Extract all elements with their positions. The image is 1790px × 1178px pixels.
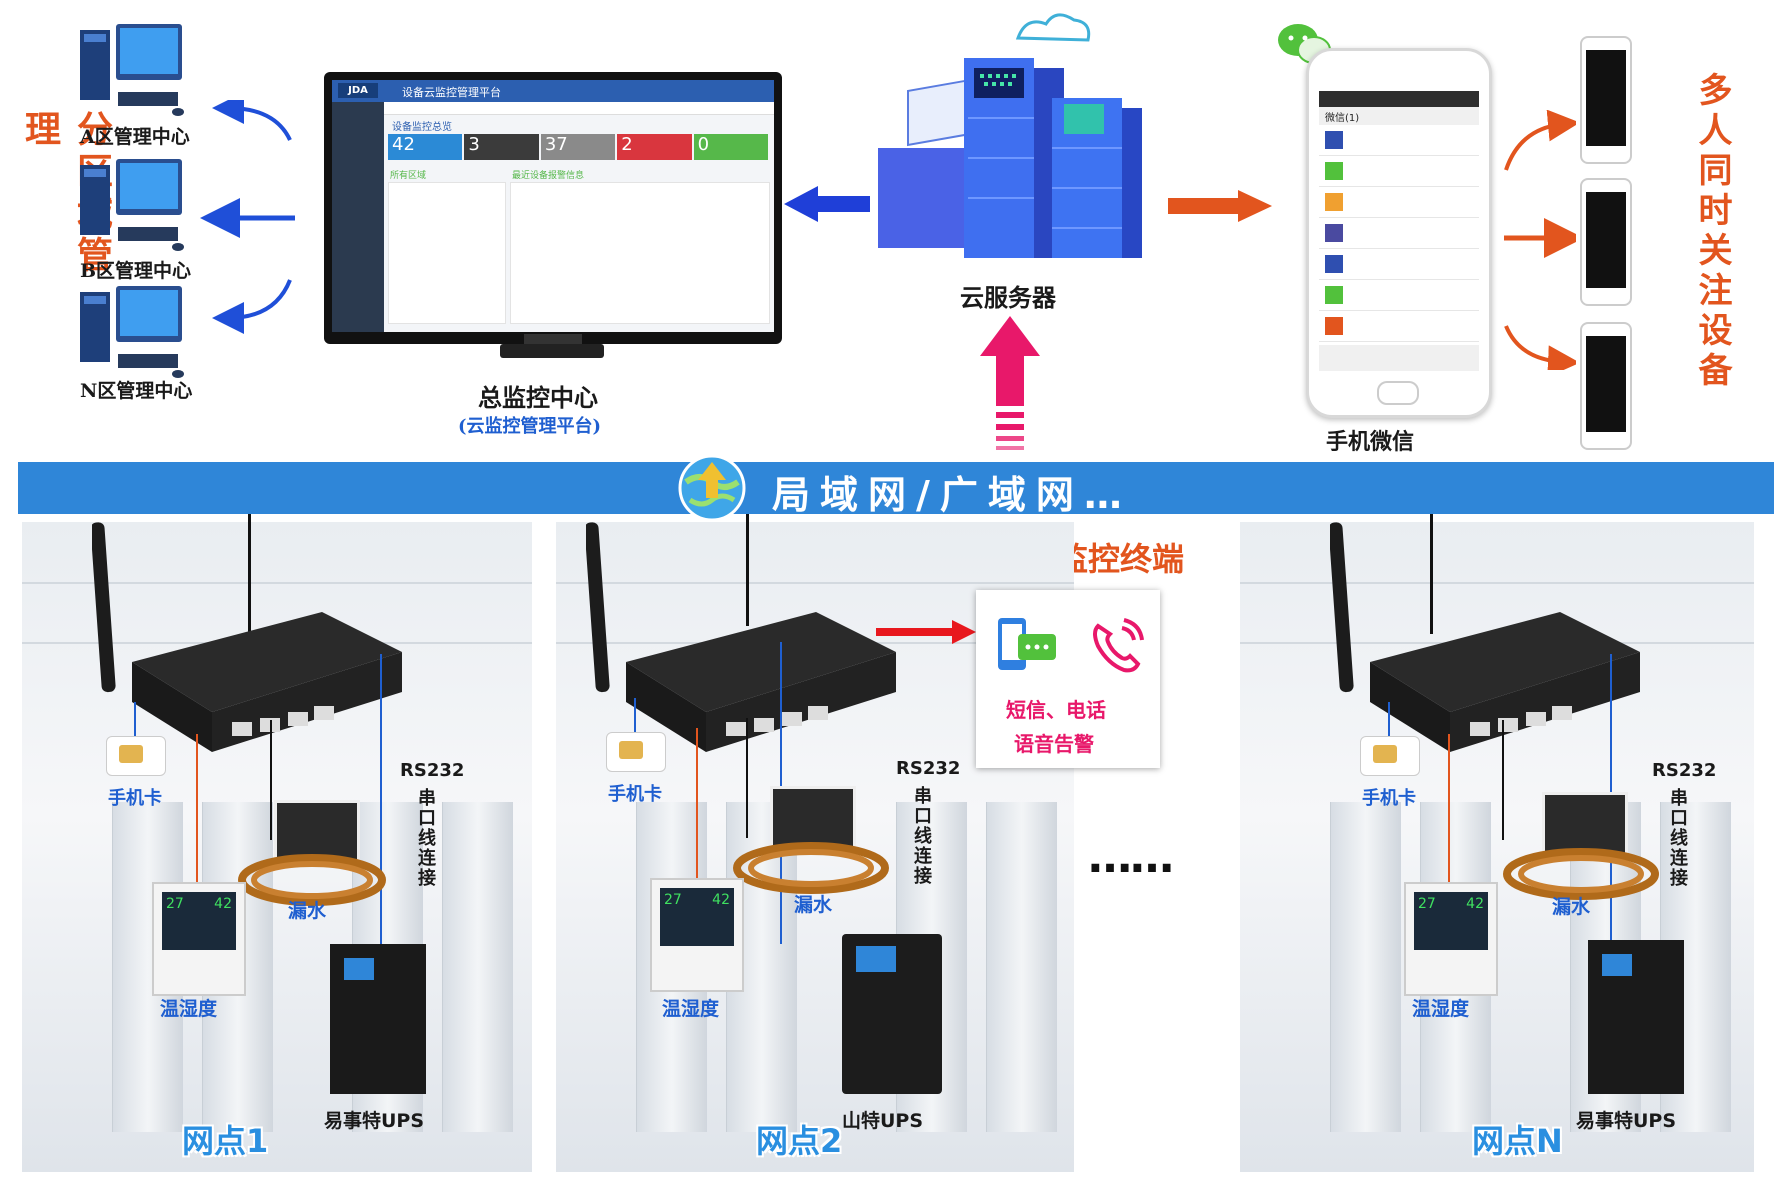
sim-label: 手机卡 bbox=[1362, 788, 1416, 809]
phone-caption: 手机微信 bbox=[1326, 429, 1415, 455]
arrow-to-phone bbox=[1168, 190, 1272, 222]
ups-device bbox=[330, 944, 426, 1094]
sim-label: 手机卡 bbox=[608, 784, 662, 805]
center-label-b: B区管理中心 bbox=[80, 260, 192, 282]
app-logo: JDA bbox=[338, 83, 378, 98]
right-vertical-title: 多人同时关注设备 bbox=[1692, 72, 1732, 392]
node-label: 网点N bbox=[1472, 1122, 1563, 1160]
uplink-line-2 bbox=[746, 514, 749, 626]
leak-cable bbox=[733, 842, 889, 894]
app-title: 设备云监控管理平台 bbox=[402, 86, 501, 99]
monitor-sub-caption: (云监控管理平台) bbox=[458, 416, 602, 437]
stat-card: 42 bbox=[388, 134, 463, 160]
server-caption: 云服务器 bbox=[960, 283, 1056, 312]
uplink-line-1 bbox=[248, 514, 251, 634]
node-label: 网点2 bbox=[756, 1122, 843, 1160]
network-label: 局域网/广域网… bbox=[772, 473, 1132, 517]
node-label: 网点1 bbox=[182, 1122, 269, 1160]
serial-vertical-label: 串口线连接 bbox=[1667, 788, 1688, 888]
section-right-title: 最近设备报警信息 bbox=[512, 171, 585, 181]
overview-title: 设备监控总览 bbox=[392, 122, 452, 133]
computer-icon-n bbox=[80, 286, 184, 378]
alarm-line-1: 短信、电话 bbox=[1006, 698, 1106, 722]
temp-label: 温湿度 bbox=[1412, 998, 1470, 1020]
stat-card: 37 bbox=[540, 134, 616, 160]
sim-card-icon bbox=[1360, 736, 1420, 776]
sim-card-icon bbox=[106, 736, 166, 776]
sim-card-icon bbox=[606, 732, 666, 772]
monitor-caption: 总监控中心 bbox=[478, 383, 598, 412]
stat-card: 2 bbox=[617, 134, 692, 160]
temp-sensor: 27 42 bbox=[152, 882, 246, 996]
temp-label: 温湿度 bbox=[662, 998, 720, 1020]
leak-cable bbox=[238, 854, 386, 906]
temp-sensor: 27 42 bbox=[1404, 882, 1498, 996]
center-label-n: N区管理中心 bbox=[80, 380, 193, 402]
leak-sensor-box bbox=[770, 786, 856, 852]
humidity-reading: 42 bbox=[712, 892, 730, 908]
left-arrows bbox=[200, 100, 295, 334]
temp-reading: 27 bbox=[166, 896, 184, 912]
phone-small-1 bbox=[1580, 36, 1632, 164]
ellipsis-dots: …… bbox=[1088, 832, 1174, 883]
arrow-to-monitor bbox=[784, 186, 870, 222]
globe-icon bbox=[678, 454, 746, 522]
rs232-label: RS232 bbox=[1652, 760, 1717, 781]
site-n: 手机卡 RS232 串口线连接 漏水 27 42 温湿度 易事特UPS 网点N bbox=[1240, 522, 1754, 1172]
alarm-arrow bbox=[876, 620, 976, 644]
alarm-card: 短信、电话 语音告警 bbox=[976, 590, 1160, 768]
leak-label: 漏水 bbox=[1552, 896, 1591, 918]
sms-icon bbox=[998, 618, 1056, 670]
phone-small-2 bbox=[1580, 178, 1632, 306]
stat-card: 0 bbox=[693, 134, 769, 160]
alarm-line-2: 语音告警 bbox=[1014, 732, 1094, 756]
computer-icon-b bbox=[80, 159, 184, 251]
gateway-device bbox=[586, 522, 896, 752]
uplink-line-n bbox=[1430, 514, 1433, 634]
humidity-reading: 42 bbox=[1466, 896, 1484, 912]
phone-screen: 微信(1) bbox=[1319, 91, 1479, 371]
phone-call-icon bbox=[1093, 618, 1144, 673]
stat-row: 42 3 37 2 0 bbox=[388, 134, 769, 160]
site-1: 手机卡 RS232 串口线连接 漏水 27 42 温湿度 易事特UPS 网点1 bbox=[22, 522, 532, 1172]
monitor-screen: JDA 设备云监控管理平台 设备监控总览 42 3 37 2 0 所有区域 最近… bbox=[332, 80, 774, 332]
phone-frame: 微信(1) bbox=[1306, 48, 1492, 418]
phone-small-3 bbox=[1580, 322, 1632, 450]
temp-label: 温湿度 bbox=[160, 998, 218, 1020]
network-band bbox=[18, 462, 1774, 514]
uplink-arrow bbox=[980, 316, 1040, 450]
alarm-table bbox=[510, 182, 770, 324]
ups-label: 山特UPS bbox=[842, 1110, 924, 1132]
rs232-label: RS232 bbox=[896, 758, 961, 779]
temp-sensor: 27 42 bbox=[650, 878, 744, 992]
computer-icon-a bbox=[80, 24, 184, 116]
ups-label: 易事特UPS bbox=[1576, 1110, 1677, 1132]
phone-header: 微信(1) bbox=[1325, 113, 1360, 124]
site-2: 手机卡 RS232 串口线连接 漏水 27 42 温湿度 山特UPS 网点2 bbox=[556, 522, 1074, 1172]
leak-label: 漏水 bbox=[794, 894, 833, 916]
monitor: JDA 设备云监控管理平台 设备监控总览 42 3 37 2 0 所有区域 最近… bbox=[324, 72, 782, 344]
leak-cable bbox=[1503, 848, 1659, 900]
center-label-a: A区管理中心 bbox=[80, 126, 190, 148]
gateway-device bbox=[1330, 522, 1640, 752]
gateway-device bbox=[92, 522, 402, 752]
ups-device bbox=[1588, 940, 1684, 1094]
stat-card: 3 bbox=[464, 134, 539, 160]
temp-reading: 27 bbox=[1418, 896, 1436, 912]
section-left-title: 所有区域 bbox=[390, 171, 427, 181]
serial-vertical-label: 串口线连接 bbox=[415, 788, 436, 888]
cloud-server-icon bbox=[878, 13, 1142, 258]
temp-reading: 27 bbox=[664, 892, 682, 908]
monitor-stand bbox=[500, 344, 604, 358]
tree-panel bbox=[388, 182, 506, 324]
ups-device bbox=[842, 934, 942, 1094]
leak-label: 漏水 bbox=[288, 900, 327, 922]
sim-label: 手机卡 bbox=[108, 788, 162, 809]
humidity-reading: 42 bbox=[214, 896, 232, 912]
ups-label: 易事特UPS bbox=[324, 1110, 425, 1132]
serial-vertical-label: 串口线连接 bbox=[911, 786, 932, 886]
rs232-label: RS232 bbox=[400, 760, 465, 781]
share-arrows bbox=[1504, 110, 1576, 370]
